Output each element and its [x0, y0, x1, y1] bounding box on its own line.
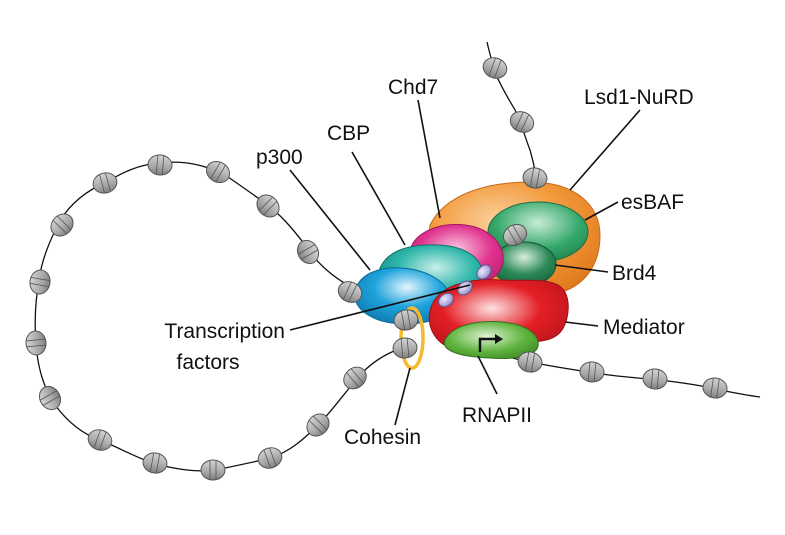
nucleosome-icon [38, 385, 62, 411]
nucleosome-icon [522, 167, 548, 189]
nucleosome-icon [642, 368, 668, 390]
p300-leader-line [289, 169, 371, 271]
esbaf-leader-line [584, 201, 619, 221]
nucleosome-icon [200, 459, 226, 481]
nucleosome-icon [257, 447, 283, 469]
nucleosome-icon [579, 361, 605, 383]
brd4-label: Brd4 [612, 262, 657, 285]
chd7-label: Chd7 [388, 76, 438, 99]
nucleosome-icon [702, 377, 728, 399]
transcription-factors-label-line1: Transcription [164, 320, 285, 343]
transcription-factors-leader-line [289, 284, 471, 331]
nucleosome-icon [87, 429, 113, 451]
lsd1-nurd-leader-line [569, 109, 641, 191]
cohesin-label: Cohesin [344, 426, 421, 449]
transcription-start-arrow-icon [478, 337, 497, 352]
labels: Chd7 Lsd1-NuRD CBP p300 esBAF Brd4 Trans… [164, 76, 693, 449]
nucleosome-icon [502, 223, 528, 247]
nucleosomes [25, 57, 728, 481]
transcription-factor-bead [476, 264, 492, 280]
mediator-label: Mediator [603, 316, 685, 339]
mediator-leader-line [564, 321, 599, 327]
nucleosome-icon [256, 194, 280, 218]
nucleosome-icon [337, 281, 363, 303]
leader-lines [289, 99, 641, 426]
brd4-leader-line [554, 264, 609, 273]
transcription-factors-label-line2: factors [176, 351, 239, 374]
nucleosome-icon [205, 160, 231, 184]
nucleosome-icon [25, 330, 47, 356]
nucleosome-icon [517, 351, 543, 373]
cohesin-leader-line [394, 367, 411, 426]
nucleosome-icon [392, 337, 418, 359]
nucleosome-icon [92, 172, 118, 194]
nucleosome-icon [509, 111, 535, 133]
cbp-leader-line [351, 151, 406, 246]
lsd1-nurd-label: Lsd1-NuRD [584, 86, 694, 109]
transcription-factor-bead [438, 292, 454, 308]
nucleosome-icon [296, 239, 320, 265]
rnapii-leader-line [477, 355, 498, 395]
nucleosome-icon [343, 366, 367, 390]
chd7-leader-line [417, 99, 441, 219]
cbp-label: CBP [327, 122, 370, 145]
nucleosome-icon [29, 269, 51, 295]
transcription-start-arrowhead-icon [495, 334, 503, 344]
nucleosome-icon [142, 452, 168, 474]
nucleosome-icon [482, 57, 508, 79]
nucleosome-icon [50, 213, 74, 237]
cohesin-ring [399, 306, 425, 370]
nucleosome-icon [393, 309, 419, 331]
nucleosome-icon [147, 154, 173, 176]
p300-label: p300 [256, 146, 303, 169]
nucleosome-icon [306, 413, 330, 437]
esbaf-label: esBAF [621, 191, 684, 214]
rnapii-label: RNAPII [462, 404, 532, 427]
